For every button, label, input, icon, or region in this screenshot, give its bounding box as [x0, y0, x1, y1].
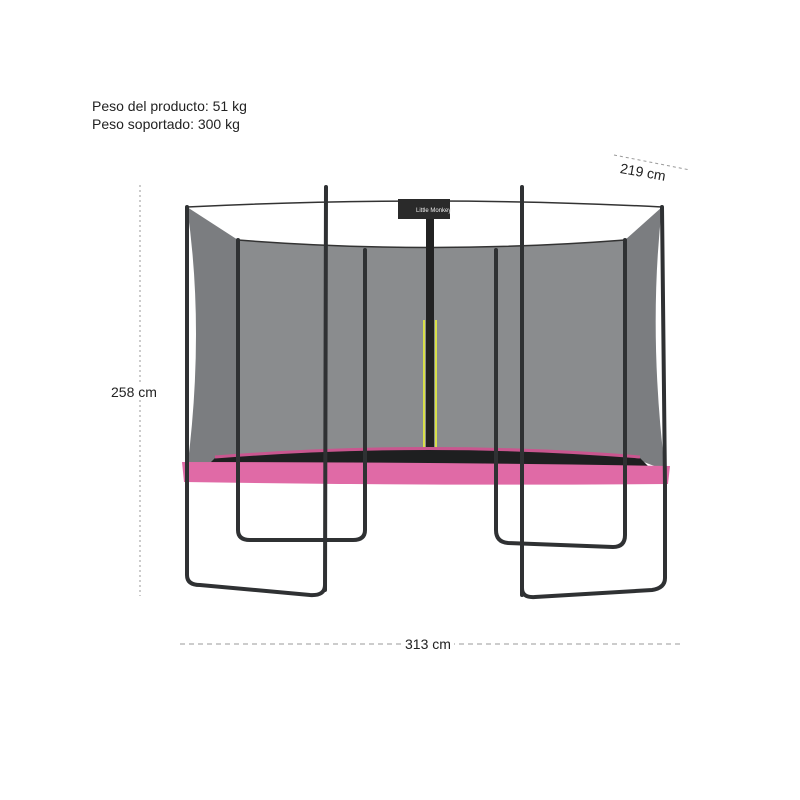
product-weight-label: Peso del producto: 51 kg	[92, 98, 247, 114]
depth-dimension-line	[613, 154, 691, 171]
poles	[185, 185, 667, 597]
width-dimension-label: 313 cm	[402, 636, 454, 652]
logo-badge	[398, 199, 450, 219]
zip-entrance	[426, 215, 434, 455]
pink-pad-back	[214, 447, 641, 459]
pink-pad	[182, 462, 670, 485]
logo-text: Little Monkey	[416, 208, 451, 214]
supported-weight-label: Peso soportado: 300 kg	[92, 116, 240, 132]
net-right	[625, 207, 665, 470]
net-left	[187, 207, 238, 470]
height-dimension-label: 258 cm	[108, 384, 160, 400]
zip-strip	[423, 320, 437, 455]
